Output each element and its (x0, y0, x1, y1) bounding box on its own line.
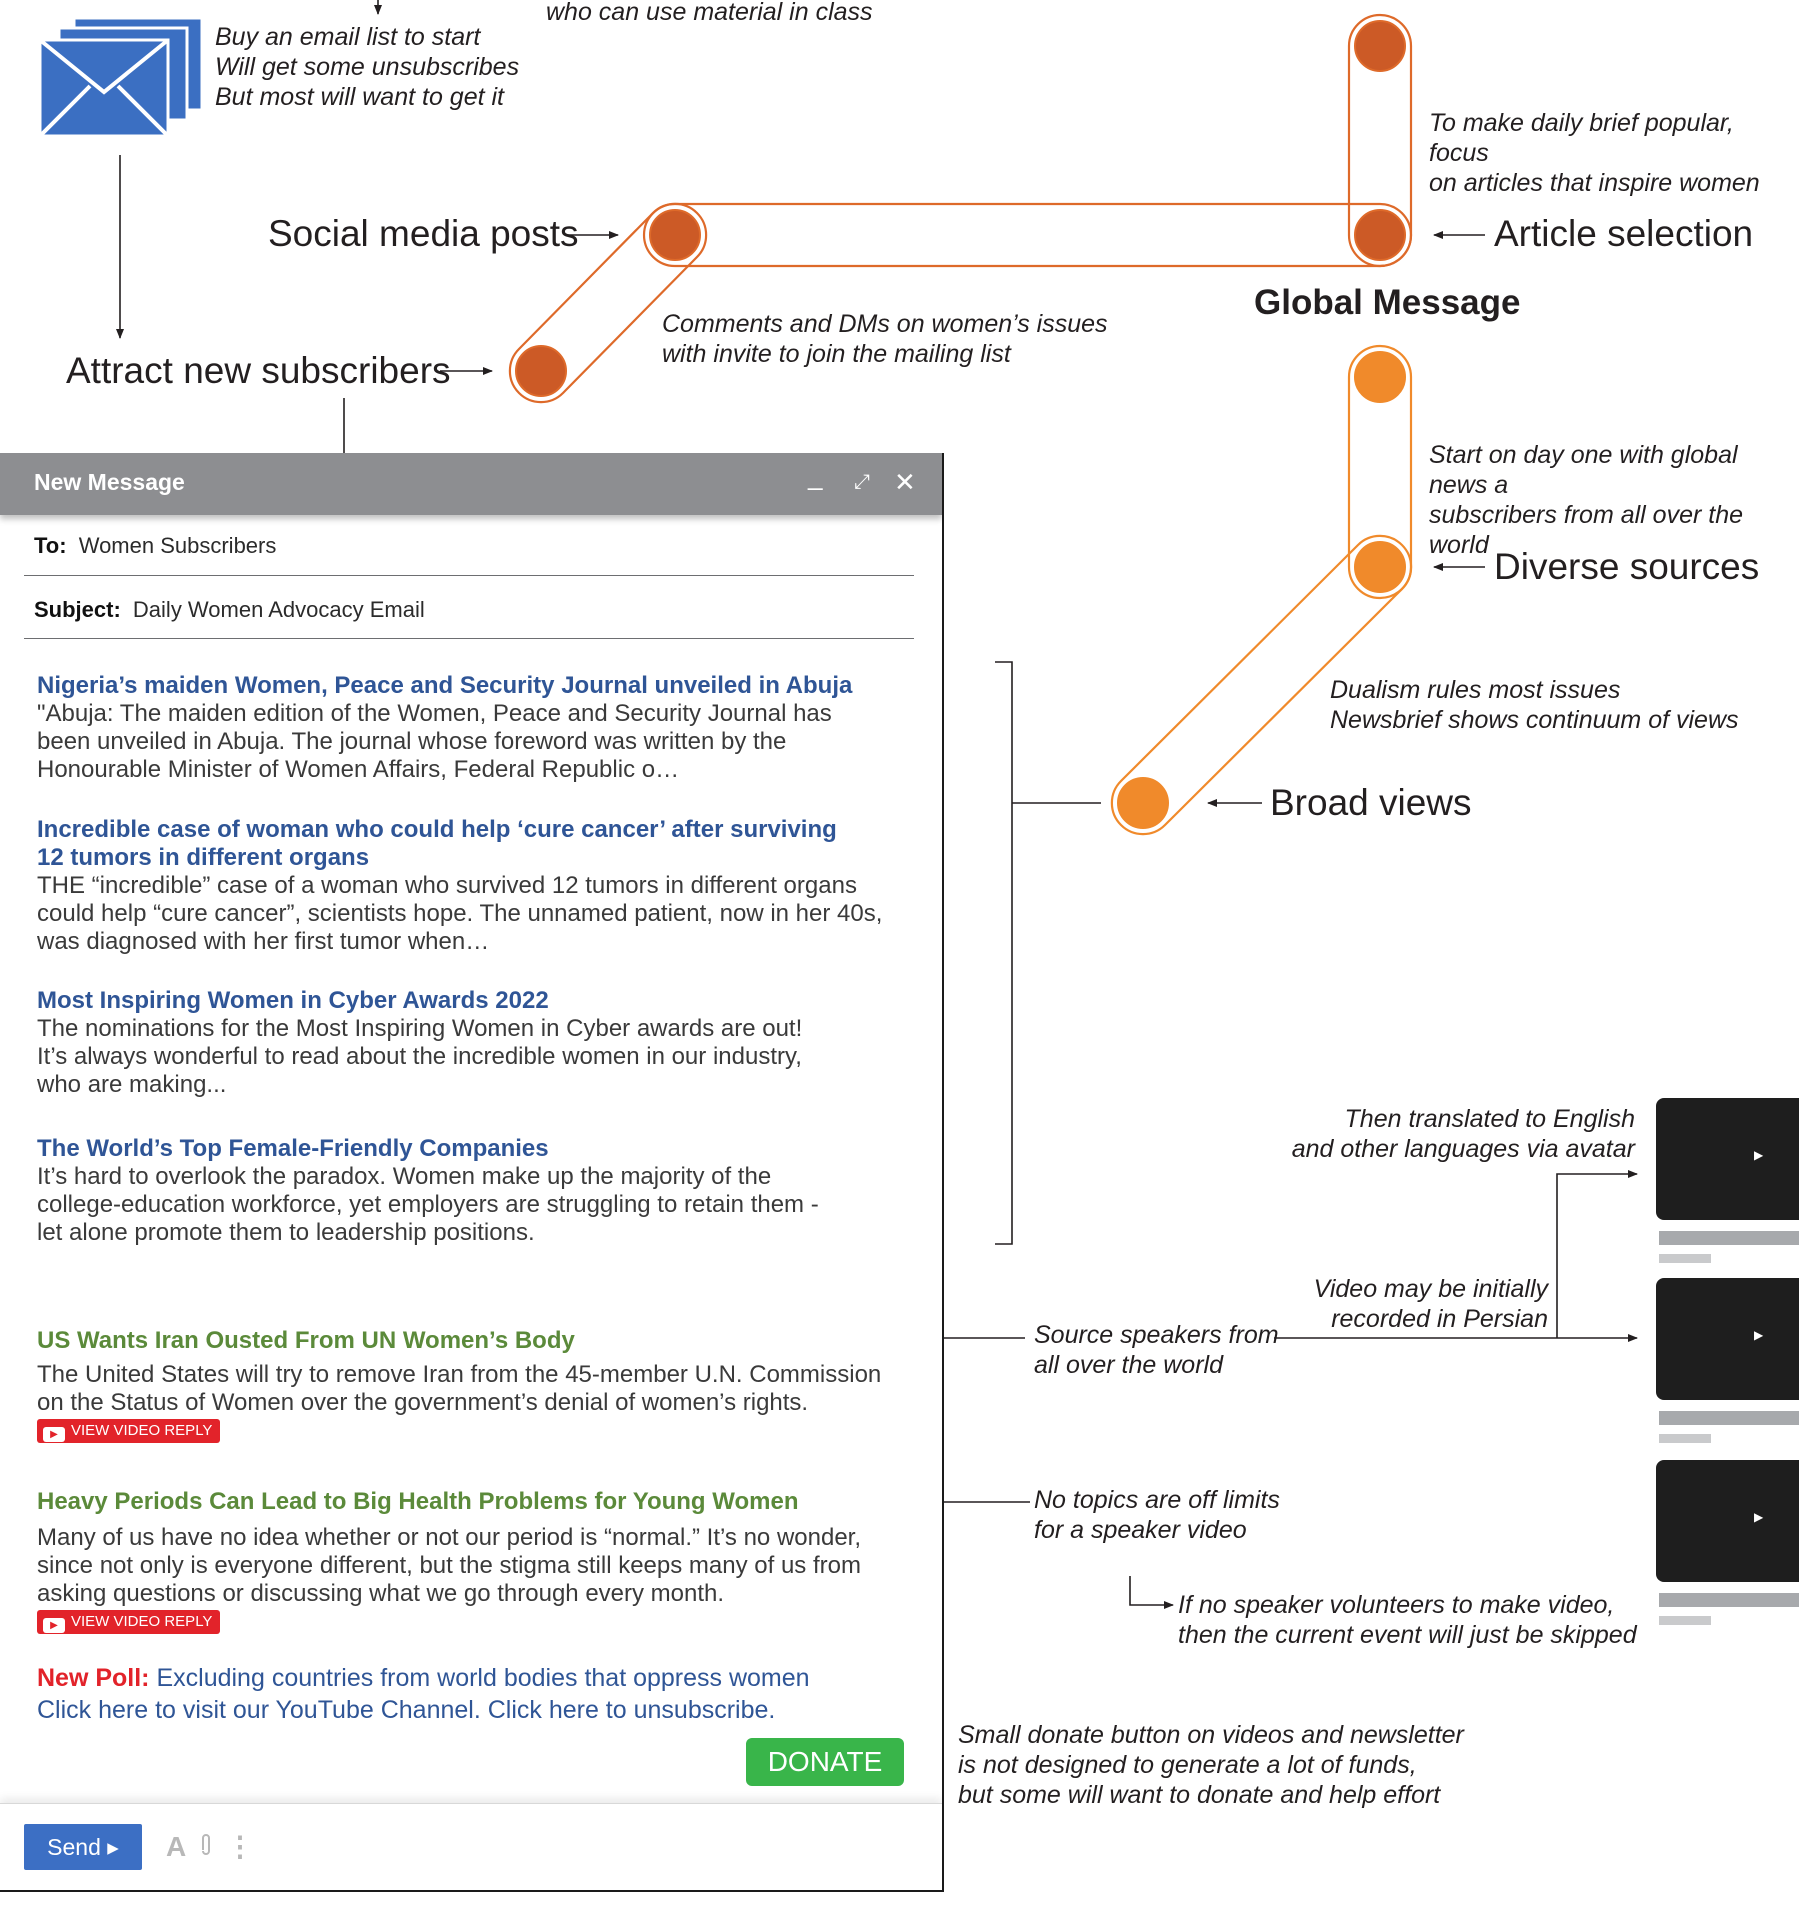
article-title[interactable]: The World’s Top Female-Friendly Companie… (37, 1135, 549, 1162)
article-title[interactable]: Nigeria’s maiden Women, Peace and Securi… (37, 672, 853, 699)
article-body: The United States will try to remove Ira… (37, 1361, 882, 1416)
article-item: Incredible case of woman who could help … (37, 816, 917, 956)
note-translated: Then translated to English and other lan… (1291, 1105, 1635, 1163)
article-item: US Wants Iran Ousted From UN Women’s Bod… (37, 1327, 917, 1443)
node-social-dot (649, 209, 701, 261)
video-title-placeholder (1659, 1411, 1799, 1425)
play-icon[interactable]: ▶ (1754, 1148, 1764, 1162)
node-global-dot (1354, 351, 1406, 403)
more-options-icon[interactable]: ⋮ (226, 1831, 254, 1862)
article-body: "Abuja: The maiden edition of the Women,… (37, 700, 832, 783)
capsule-article-vertical (1347, 13, 1413, 268)
capsule-social-to-article (642, 202, 1413, 268)
arrow-topics-to-skip (1129, 1576, 1174, 1609)
note-no-volunteer: If no speaker volunteers to make video, … (1178, 1591, 1637, 1649)
top-note: who can use material in class (546, 0, 873, 26)
label-broad-views: Broad views (1270, 782, 1472, 823)
youtube-icon: ▶ (43, 1427, 65, 1442)
capsule-sources-to-broad (1110, 534, 1413, 836)
node-top-dot (1354, 20, 1406, 72)
note-source-speakers: Source speakers from all over the world (1034, 1321, 1279, 1379)
capsule-attract-to-social (508, 202, 708, 404)
poll-line: New Poll: Excluding countries from world… (37, 1662, 810, 1694)
node-broad-dot (1117, 777, 1169, 829)
poll-label: New Poll: (37, 1664, 150, 1692)
node-sources-dot (1354, 541, 1406, 593)
compose-toolbar: Send ▸ A ⋮ (0, 1803, 942, 1890)
donate-button[interactable]: DONATE (746, 1738, 904, 1786)
label-article-selection: Article selection (1494, 213, 1754, 254)
video-title-placeholder (1659, 1231, 1799, 1245)
to-field[interactable]: To: Women Subscribers (34, 533, 276, 559)
expand-icon[interactable]: ⤢ (854, 471, 870, 493)
view-video-reply-label: VIEW VIDEO REPLY (71, 1422, 213, 1439)
node-attract-dot (515, 345, 567, 397)
send-button[interactable]: Send ▸ (24, 1824, 142, 1870)
article-item: The World’s Top Female-Friendly Companie… (37, 1135, 917, 1247)
node-article-dot (1354, 209, 1406, 261)
articles-bracket (995, 661, 1013, 1245)
label-diverse-sources: Diverse sources (1494, 546, 1760, 587)
arrow-translate (1556, 1170, 1638, 1338)
minimize-icon[interactable]: _ (808, 461, 823, 491)
video-meta-placeholder (1659, 1616, 1711, 1625)
article-body: The nominations for the Most Inspiring W… (37, 1015, 803, 1098)
article-title[interactable]: Heavy Periods Can Lead to Big Health Pro… (37, 1488, 799, 1515)
subject-field[interactable]: Subject: Daily Women Advocacy Email (34, 597, 425, 623)
footer-links[interactable]: Click here to visit our YouTube Channel.… (37, 1696, 776, 1724)
note-dualism: Dualism rules most issues Newsbrief show… (1330, 676, 1739, 734)
email-list-note: Buy an email list to start Will get some… (215, 23, 520, 111)
video-thumbnail[interactable]: ▶ (1656, 1460, 1799, 1582)
to-value[interactable]: Women Subscribers (78, 533, 277, 558)
view-video-reply-label: VIEW VIDEO REPLY (71, 1613, 213, 1630)
email-stack-icon (38, 16, 204, 138)
article-item: Most Inspiring Women in Cyber Awards 202… (37, 987, 917, 1099)
article-body: Many of us have no idea whether or not o… (37, 1524, 862, 1607)
note-comments-dms: Comments and DMs on women’s issues with … (662, 310, 1108, 368)
divider (24, 575, 914, 576)
paperclip-icon[interactable] (200, 1832, 212, 1864)
video-thumbnail[interactable]: ▶ (1656, 1278, 1799, 1400)
note-no-topics: No topics are off limits for a speaker v… (1034, 1486, 1280, 1544)
label-attract-new-subscribers: Attract new subscribers (66, 350, 451, 391)
to-label: To: (34, 533, 67, 558)
view-video-reply-button[interactable]: ▶ VIEW VIDEO REPLY (37, 1610, 221, 1634)
poll-link[interactable]: Excluding countries from world bodies th… (156, 1664, 810, 1692)
upper-path (508, 13, 1413, 404)
youtube-icon: ▶ (43, 1618, 65, 1633)
subject-label: Subject: (34, 597, 121, 622)
compose-header: New Message _ ⤢ ✕ (0, 453, 942, 515)
compose-window: New Message _ ⤢ ✕ To: Women Subscribers … (0, 453, 944, 1892)
play-icon[interactable]: ▶ (1754, 1328, 1764, 1342)
article-title[interactable]: Incredible case of woman who could help … (37, 816, 837, 871)
video-thumbnail[interactable]: ▶ (1656, 1098, 1799, 1220)
play-icon[interactable]: ▶ (1754, 1510, 1764, 1524)
compose-title: New Message (34, 469, 185, 495)
close-icon[interactable]: ✕ (894, 467, 916, 497)
lower-path (1110, 344, 1413, 836)
formatting-icon[interactable]: A (166, 1831, 187, 1862)
label-social-media-posts: Social media posts (268, 213, 579, 254)
video-meta-placeholder (1659, 1434, 1711, 1443)
note-donate: Small donate button on videos and newsle… (958, 1721, 1464, 1809)
subject-value[interactable]: Daily Women Advocacy Email (132, 597, 425, 622)
article-body: It’s hard to overlook the paradox. Women… (37, 1163, 819, 1246)
note-daily-brief: To make daily brief popular, focus on ar… (1429, 109, 1760, 197)
view-video-reply-button[interactable]: ▶ VIEW VIDEO REPLY (37, 1419, 221, 1443)
heading-global-message: Global Message (1254, 283, 1521, 322)
article-item: Nigeria’s maiden Women, Peace and Securi… (37, 672, 917, 784)
note-global-news: Start on day one with global news a subs… (1429, 441, 1744, 559)
article-title[interactable]: US Wants Iran Ousted From UN Women’s Bod… (37, 1327, 575, 1354)
article-body: THE “incredible” case of a woman who sur… (37, 872, 883, 955)
article-item: Heavy Periods Can Lead to Big Health Pro… (37, 1488, 917, 1634)
note-persian: Video may be initially recorded in Persi… (1313, 1275, 1548, 1333)
divider (24, 638, 914, 639)
video-meta-placeholder (1659, 1254, 1711, 1263)
article-title[interactable]: Most Inspiring Women in Cyber Awards 202… (37, 987, 549, 1014)
video-title-placeholder (1659, 1593, 1799, 1607)
